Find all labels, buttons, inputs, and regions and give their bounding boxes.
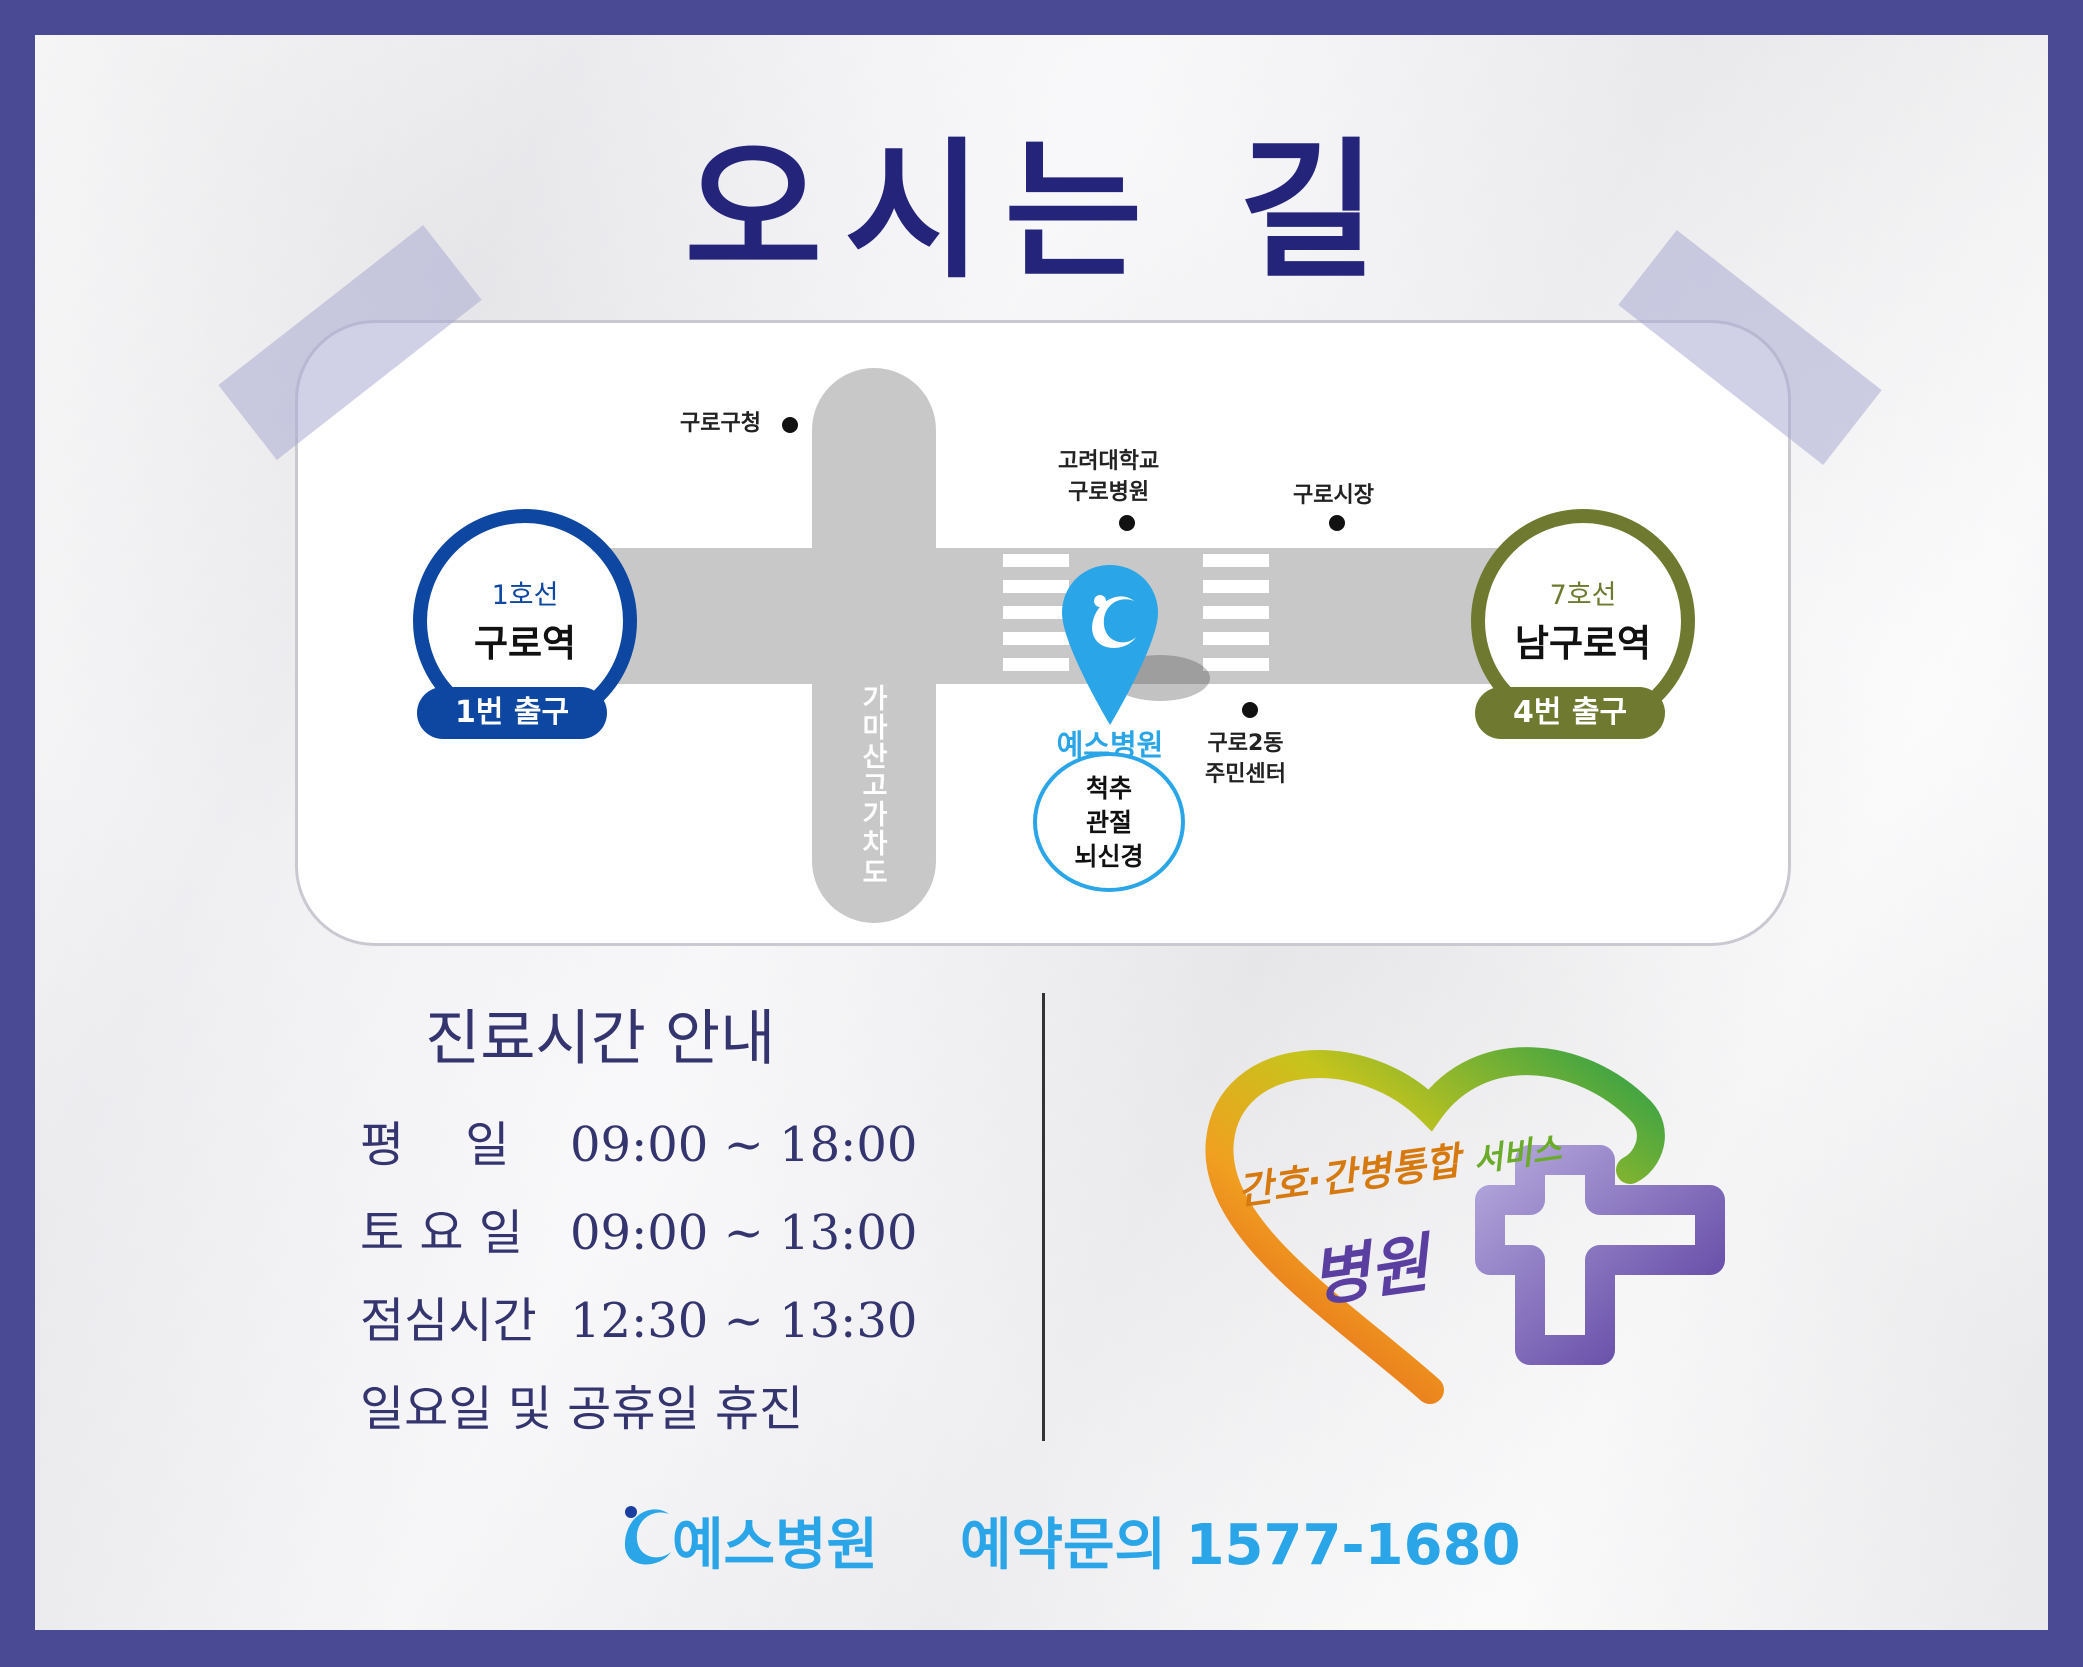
landmark-guro-office: 구로구청 (680, 411, 761, 436)
hours-closed: 일요일 및 공휴일 휴진 (360, 1381, 804, 1437)
overpass-road (812, 368, 936, 923)
station-line: 7호선 (1549, 580, 1617, 611)
hospital-logo-icon (624, 1506, 671, 1565)
landmark-dot (1119, 515, 1135, 531)
road-label: 가마산고가차도 (862, 684, 888, 889)
footer-phone[interactable]: 예약문의 1577-1680 (960, 1513, 1521, 1578)
exit-badge-1: 1번 출구 (417, 687, 607, 739)
exit-badge-4: 4번 출구 (1475, 687, 1665, 739)
heart-cross-icon (1205, 1047, 1725, 1404)
landmark-korea-univ: 고려대학교 구로병원 (1058, 449, 1160, 505)
hours-time: 09:00 ~ 18:00 (570, 1117, 918, 1173)
landmark-market: 구로시장 (1293, 483, 1374, 508)
badge-text-line2: 병원 (1306, 1227, 1434, 1317)
landmark-center: 구로2동 주민센터 (1205, 731, 1286, 787)
crosswalk-right (1203, 554, 1269, 684)
hours-time: 12:30 ~ 13:30 (570, 1293, 918, 1349)
hours-label: 평 일 (360, 1117, 510, 1173)
page-title: 오시는 길 (684, 125, 1399, 299)
station-name: 구로역 (473, 622, 577, 665)
hours-row-weekday: 평 일 09:00 ~ 18:00 (360, 1105, 917, 1175)
location-pin-icon (1062, 565, 1158, 725)
landmark-dot (782, 417, 798, 433)
hours-title: 진료시간 안내 (425, 1004, 776, 1074)
section-divider (1042, 993, 1045, 1441)
landmark-dot (1329, 515, 1345, 531)
hospital-dept-circle: 척추 관절 뇌신경 (1033, 752, 1185, 892)
station-name: 남구로역 (1514, 622, 1652, 665)
dept-spine: 척추 (1085, 774, 1132, 803)
hours-time: 09:00 ~ 13:00 (570, 1205, 918, 1261)
station-line: 1호선 (491, 580, 559, 611)
hours-label: 토 요 일 (360, 1205, 523, 1261)
hours-row-lunch: 점심시간 12:30 ~ 13:30 (360, 1281, 917, 1351)
landmark-dot (1242, 702, 1258, 718)
badge-service: 서비스 (1470, 1129, 1564, 1180)
dept-joint: 관절 (1085, 808, 1132, 837)
hours-label: 점심시간 (360, 1293, 537, 1349)
crosswalk-left (1003, 554, 1069, 684)
footer-logo-text: 예스병원 (672, 1513, 879, 1578)
dept-neuro: 뇌신경 (1074, 842, 1144, 871)
hours-row-saturday: 토 요 일 09:00 ~ 13:00 (360, 1193, 917, 1263)
